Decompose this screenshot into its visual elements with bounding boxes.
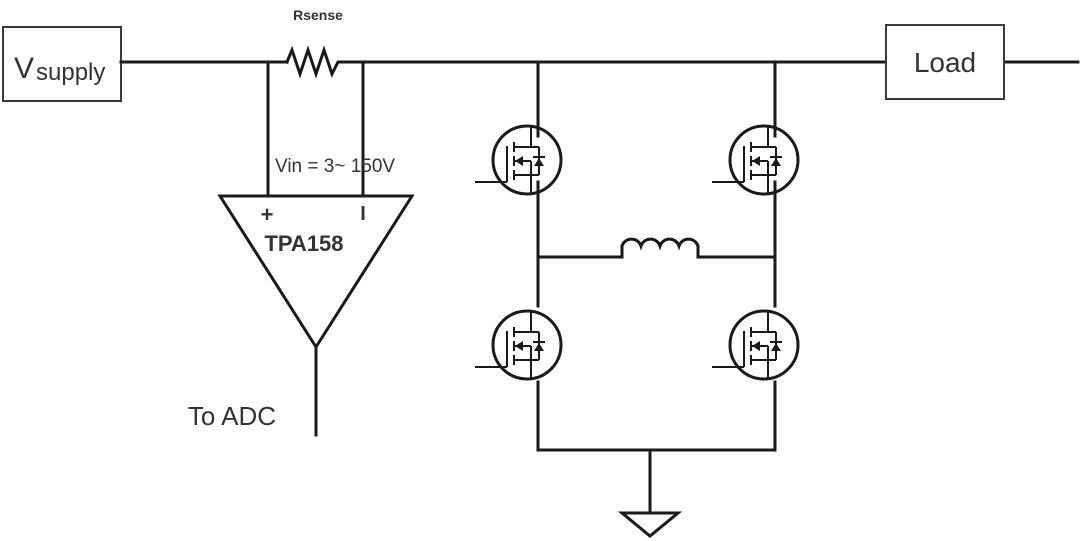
- rsense-resistor-symbol: [285, 45, 345, 79]
- mosfet-top-left: [473, 124, 563, 196]
- opamp-tpa158: + I TPA158: [217, 194, 415, 350]
- vsupply-label-sub: supply: [36, 59, 105, 86]
- ground-icon: [617, 511, 683, 538]
- inductor-symbol: [620, 237, 700, 259]
- mosfet-bottom-right: [710, 309, 800, 381]
- opamp-name: TPA158: [264, 231, 343, 256]
- mosfet-top-right: [710, 124, 800, 196]
- rsense-label: Rsense: [293, 7, 343, 23]
- mosfet-bottom-left: [473, 309, 563, 381]
- load-block: Load: [885, 24, 1005, 100]
- load-box: [885, 24, 1005, 100]
- vsupply-box: [2, 26, 122, 102]
- opamp-plus-sign: +: [261, 202, 274, 227]
- vsupply-label-main: V: [14, 52, 34, 85]
- vin-range-label: Vin = 3~ 150V: [275, 156, 395, 177]
- opamp-triangle: [217, 194, 415, 350]
- to-adc-label: To ADC: [188, 401, 276, 431]
- load-label: Load: [914, 47, 976, 78]
- opamp-minus-sign: I: [360, 203, 366, 225]
- vsupply-source: V supply: [2, 26, 122, 102]
